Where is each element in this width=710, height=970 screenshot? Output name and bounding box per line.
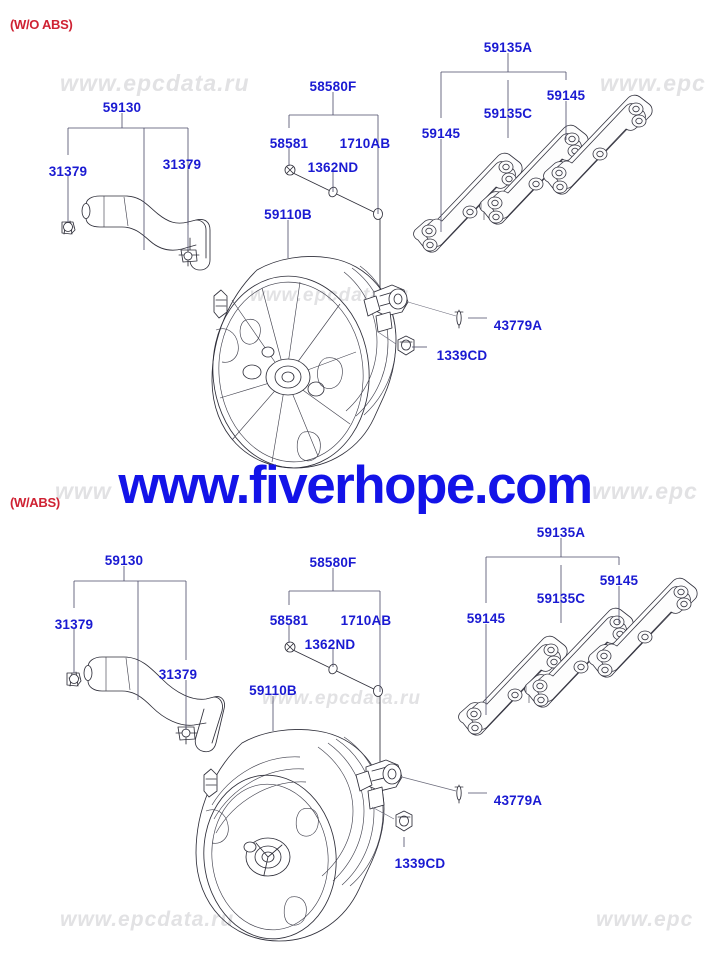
part-label-pin-43779a[interactable]: 43779A <box>493 793 543 808</box>
part-pin-43779a-abs <box>454 784 464 804</box>
leader-lines-bottom <box>73 538 620 847</box>
part-gasket-59135c-middle-abs <box>524 607 634 708</box>
part-clamp-31379-right-abs <box>175 726 198 745</box>
part-label-clamp-right[interactable]: 31379 <box>162 157 202 172</box>
part-label-clip-1362nd[interactable]: 1362ND <box>304 637 356 652</box>
part-label-bracket-assy[interactable]: 58580F <box>309 555 357 570</box>
leader-lines-top <box>67 53 567 348</box>
watermark-fiverhope: www.fiverhope.com <box>118 456 593 515</box>
part-label-nut-1339cd[interactable]: 1339CD <box>394 856 446 871</box>
part-label-nut-1710ab[interactable]: 1710AB <box>340 613 392 628</box>
part-label-bolt[interactable]: 58581 <box>269 136 309 151</box>
part-nut-1339cd-abs <box>395 810 413 832</box>
part-label-gasket-59135c[interactable]: 59135C <box>536 591 586 606</box>
part-label-nut-1710ab[interactable]: 1710AB <box>339 136 391 151</box>
panel-without-abs: (W/O ABS) <box>10 17 653 469</box>
part-label-gasket-59145-right[interactable]: 59145 <box>599 573 639 588</box>
part-brake-booster-59110b-abs <box>195 729 403 942</box>
part-pin-43779a <box>454 309 464 329</box>
part-label-gasket-59145-left[interactable]: 59145 <box>421 126 461 141</box>
part-vacuum-hose-59130 <box>81 195 211 271</box>
part-label-hose-assy[interactable]: 59130 <box>104 553 144 568</box>
part-label-hose-assy[interactable]: 59130 <box>102 100 142 115</box>
part-label-bolt[interactable]: 58581 <box>269 613 309 628</box>
part-label-gasket-set[interactable]: 59135A <box>483 40 533 55</box>
part-vacuum-hose-59130-abs <box>83 656 225 753</box>
part-label-clamp-left[interactable]: 31379 <box>48 164 88 179</box>
part-label-pin-43779a[interactable]: 43779A <box>493 318 543 333</box>
part-label-bracket-assy[interactable]: 58580F <box>309 79 357 94</box>
part-label-clamp-right[interactable]: 31379 <box>158 667 198 682</box>
part-clamp-31379-left-abs <box>66 671 82 687</box>
part-label-booster-assy[interactable]: 59110B <box>249 683 297 698</box>
variant-tag-with-abs: (W/ABS) <box>10 495 60 510</box>
part-label-gasket-set[interactable]: 59135A <box>536 525 586 540</box>
part-label-gasket-59135c[interactable]: 59135C <box>483 106 533 121</box>
part-gasket-59145-right <box>543 94 653 195</box>
part-label-gasket-59145-left[interactable]: 59145 <box>466 611 506 626</box>
part-label-clip-1362nd[interactable]: 1362ND <box>307 160 359 175</box>
part-label-clamp-left[interactable]: 31379 <box>54 617 94 632</box>
variant-tag-without-abs: (W/O ABS) <box>10 17 73 32</box>
part-label-nut-1339cd[interactable]: 1339CD <box>436 348 488 363</box>
part-label-booster-assy[interactable]: 59110B <box>264 207 312 222</box>
part-nut-1339cd <box>397 335 415 356</box>
panel-with-abs: (W/ABS) <box>0 485 710 970</box>
part-brake-booster-59110b <box>211 256 409 469</box>
part-clamp-31379-right <box>178 249 200 267</box>
part-gasket-59145-right-abs <box>588 577 698 678</box>
part-clamp-31379-left <box>61 220 76 235</box>
part-gasket-59135c-middle <box>479 124 589 225</box>
part-label-gasket-59145-right[interactable]: 59145 <box>546 88 586 103</box>
